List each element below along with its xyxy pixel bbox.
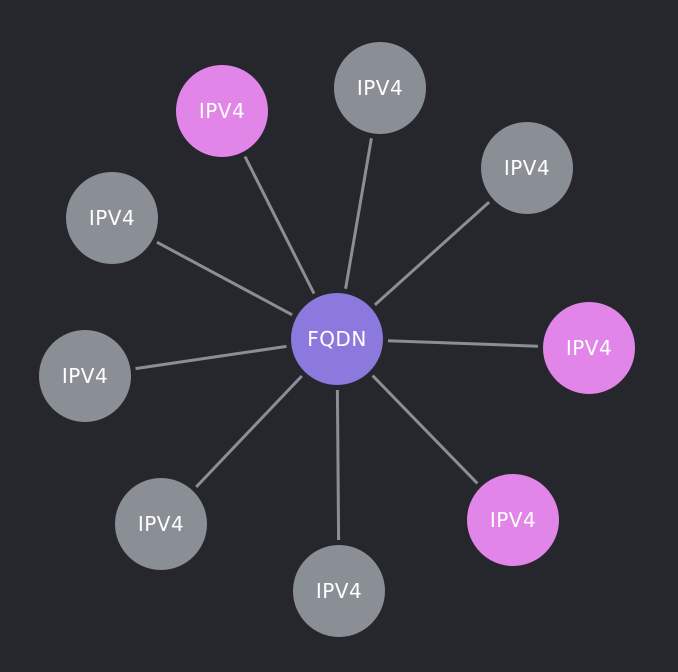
node-fqdn-circle <box>291 293 383 385</box>
node-ipv4-3[interactable]: IPV4 <box>481 122 573 214</box>
node-ipv4-2-label: IPV4 <box>357 76 403 100</box>
edge-fqdn-n2 <box>344 138 373 289</box>
node-ipv4-9-label: IPV4 <box>316 579 362 603</box>
node-ipv4-2-circle <box>334 42 426 134</box>
node-ipv4-6-label: IPV4 <box>62 364 108 388</box>
node-ipv4-9-circle <box>293 545 385 637</box>
node-ipv4-1[interactable]: IPV4 <box>176 65 268 157</box>
node-ipv4-7-circle <box>467 474 559 566</box>
node-ipv4-9[interactable]: IPV4 <box>293 545 385 637</box>
edge-fqdn-n3 <box>373 200 491 307</box>
node-ipv4-8-circle <box>115 478 207 570</box>
node-ipv4-1-circle <box>176 65 268 157</box>
node-ipv4-5-label: IPV4 <box>566 336 612 360</box>
node-fqdn[interactable]: FQDN <box>291 293 383 385</box>
node-ipv4-3-label: IPV4 <box>504 156 550 180</box>
node-ipv4-2[interactable]: IPV4 <box>334 42 426 134</box>
edge-fqdn-n5 <box>387 339 539 348</box>
node-ipv4-6-circle <box>39 330 131 422</box>
edges <box>135 138 539 541</box>
node-ipv4-8[interactable]: IPV4 <box>115 478 207 570</box>
edge-fqdn-n6 <box>135 344 287 371</box>
node-ipv4-5-circle <box>543 302 635 394</box>
edge-fqdn-n9 <box>335 389 341 541</box>
edge-fqdn-n7 <box>371 374 479 485</box>
edge-fqdn-n1 <box>243 155 316 295</box>
edge-fqdn-n4 <box>156 240 293 317</box>
node-ipv4-7-label: IPV4 <box>490 508 536 532</box>
edge-fqdn-n8 <box>195 374 303 489</box>
node-ipv4-3-circle <box>481 122 573 214</box>
node-fqdn-label: FQDN <box>307 327 367 351</box>
node-ipv4-1-label: IPV4 <box>199 99 245 123</box>
node-ipv4-6[interactable]: IPV4 <box>39 330 131 422</box>
node-ipv4-7[interactable]: IPV4 <box>467 474 559 566</box>
node-ipv4-4-label: IPV4 <box>89 206 135 230</box>
node-ipv4-8-label: IPV4 <box>138 512 184 536</box>
node-ipv4-4-circle <box>66 172 158 264</box>
node-ipv4-4[interactable]: IPV4 <box>66 172 158 264</box>
node-ipv4-5[interactable]: IPV4 <box>543 302 635 394</box>
